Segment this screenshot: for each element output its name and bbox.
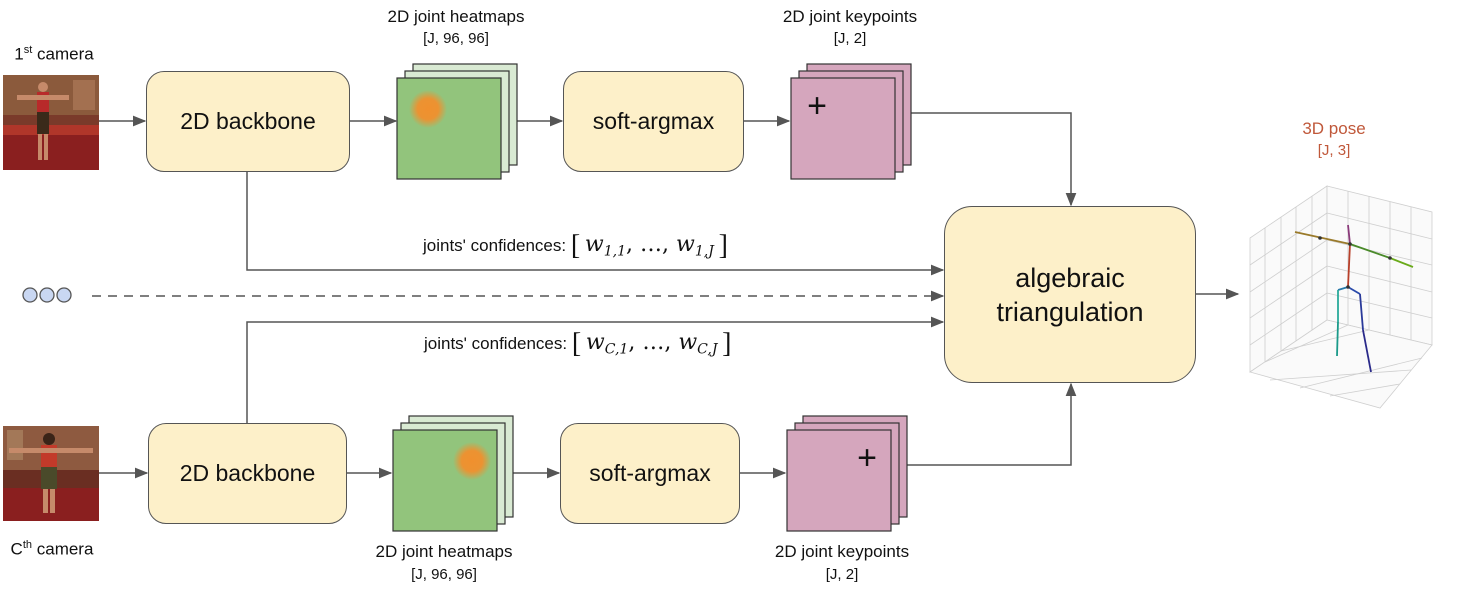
ellipsis-dots (22, 287, 72, 303)
confidences-label-top: joints' confidences: [ w1,1, …, w1,J ] (423, 230, 728, 262)
softargmax-block-top: soft-argmax (563, 71, 744, 172)
weight-first-index: 1,1 (603, 243, 627, 260)
keypoints-shape-bottom: [J, 2] (825, 566, 859, 583)
pose-3d-plot (1249, 185, 1433, 409)
camera-1-image (3, 75, 99, 170)
backbone-label: 2D backbone (179, 460, 316, 486)
camera-C-ordinal: th (22, 539, 33, 551)
bracket-open: [ (570, 230, 581, 261)
camera-C-label: Cth camera (2, 535, 102, 560)
weight-last: w (678, 330, 698, 355)
camera-1-label: 1st camera (4, 40, 104, 65)
triangulation-label-line1: algebraic (1015, 262, 1125, 293)
camera-1-word: camera (32, 44, 94, 64)
weight-last-index: C,J (697, 341, 718, 358)
weight-separator: , …, (626, 232, 676, 257)
weight-last: w (676, 232, 695, 257)
camera-1-ordinal: st (23, 44, 33, 56)
keypoint-marker-bottom: + (857, 439, 877, 477)
heatmap-label-bottom: 2D joint heatmaps (375, 542, 513, 561)
arrow-keypoints-to-triangulation-bottom (907, 382, 1077, 466)
heatmap-stack-bottom (392, 415, 514, 532)
keypoint-marker-top: + (807, 87, 827, 125)
camera-C-index: C (10, 539, 23, 559)
weight-last-index: 1,J (694, 243, 714, 260)
keypoints-shape-top: [J, 2] (833, 30, 867, 47)
bracket-close: ] (718, 230, 728, 261)
backbone-block-bottom: 2D backbone (148, 423, 347, 524)
keypoint-stack-bottom (786, 415, 908, 532)
triangulation-label-line2: triangulation (996, 296, 1144, 327)
camera-1-index: 1 (14, 44, 24, 64)
keypoints-label-top: 2D joint keypoints (782, 7, 918, 26)
confidences-prefix: joints' confidences: (424, 334, 568, 353)
weight-first: w (585, 330, 605, 355)
camera-C-image (3, 426, 99, 521)
softargmax-block-bottom: soft-argmax (560, 423, 740, 524)
backbone-block-top: 2D backbone (146, 71, 350, 172)
heatmap-shape-bottom: [J, 96, 96] (411, 566, 477, 583)
confidences-label-bottom: joints' confidences: [ wC,1, …, wC,J ] (424, 328, 732, 360)
softargmax-label: soft-argmax (592, 108, 715, 134)
camera-C-word: camera (32, 539, 94, 559)
bracket-open: [ (571, 328, 582, 359)
heatmap-stack-top (396, 63, 518, 180)
bracket-close: ] (722, 328, 732, 359)
weight-first: w (584, 232, 604, 257)
softargmax-label: soft-argmax (589, 460, 711, 486)
keypoint-stack-top (790, 63, 912, 180)
arrow-confidence-bottom (246, 316, 945, 424)
weight-first-index: C,1 (604, 341, 629, 358)
heat-spot (453, 442, 491, 480)
weight-separator: , …, (628, 330, 679, 355)
output-label: 3D pose (1302, 119, 1366, 138)
output-shape: [J, 3] (1317, 142, 1351, 159)
backbone-label: 2D backbone (180, 108, 316, 134)
confidences-prefix: joints' confidences: (423, 236, 567, 255)
keypoints-label-bottom: 2D joint keypoints (774, 542, 910, 561)
heatmap-shape-top: [J, 96, 96] (423, 30, 489, 47)
heatmap-label-top: 2D joint heatmaps (387, 7, 525, 26)
arrow-confidence-top (246, 172, 945, 276)
arrow-keypoints-to-triangulation-top (911, 112, 1077, 207)
heat-spot (409, 90, 447, 128)
